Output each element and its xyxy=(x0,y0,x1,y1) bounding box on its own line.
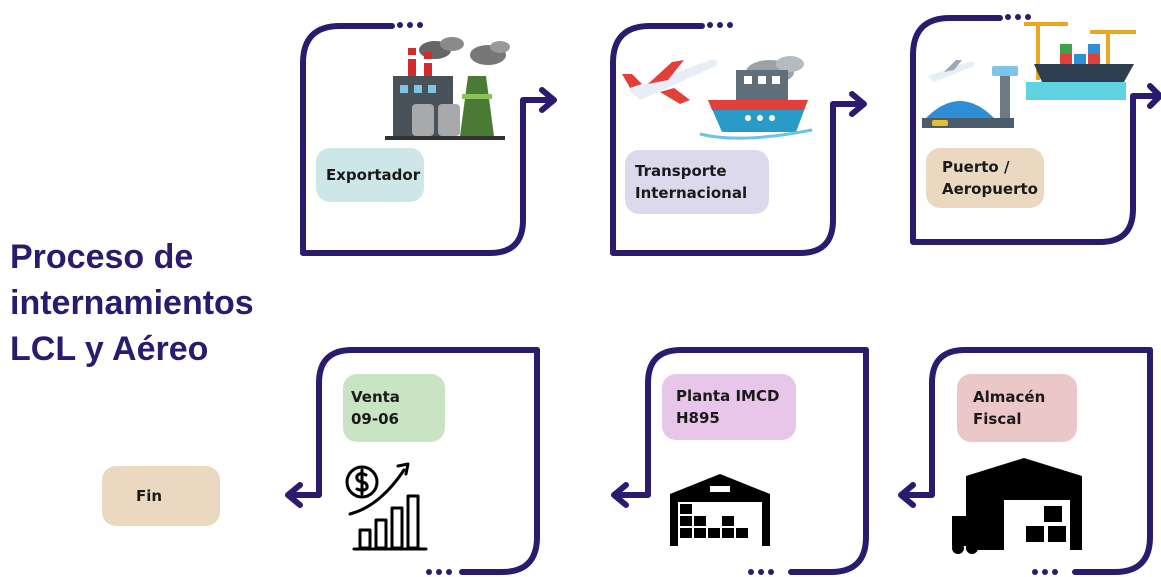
step-frame-almacen xyxy=(898,347,1153,575)
step-frame-planta xyxy=(611,347,869,575)
step-label-transporte: Transporte Internacional xyxy=(625,150,769,214)
step-label-almacen: Almacén Fiscal xyxy=(957,374,1077,442)
dots-exportador xyxy=(397,22,427,28)
end-label: Fin xyxy=(102,466,220,526)
end-label-text: Fin xyxy=(136,487,163,505)
step-frame-transporte xyxy=(610,23,867,256)
dots-venta xyxy=(426,569,456,575)
sales-growth-icon xyxy=(345,462,428,551)
step-label-exportador: Exportador xyxy=(316,148,424,202)
step-label-venta: Venta 09-06 xyxy=(343,374,445,442)
step-frame-puerto xyxy=(910,15,1161,245)
step-label-planta-line-2: H895 xyxy=(676,409,720,427)
plane-ship-icon xyxy=(622,56,813,140)
step-label-venta-line-2: 09-06 xyxy=(351,410,399,428)
dots-transporte xyxy=(707,22,737,28)
title-line-1: Proceso de xyxy=(10,238,194,276)
warehouse-forklift-icon xyxy=(952,458,1082,554)
warehouse-icon xyxy=(670,474,770,546)
factory-icon xyxy=(385,37,510,140)
step-label-venta-line-1: Venta xyxy=(351,388,400,406)
dots-planta xyxy=(748,569,778,575)
step-frame-venta xyxy=(285,347,540,575)
step-label-planta-line-1: Planta IMCD xyxy=(676,387,780,405)
step-label-exportador-line-1: Exportador xyxy=(326,166,421,184)
step-label-planta: Planta IMCD H895 xyxy=(662,374,796,440)
title-line-3: LCL y Aéreo xyxy=(10,330,209,368)
step-label-puerto-line-1: Puerto / xyxy=(942,158,1010,176)
title-line-2: internamientos xyxy=(10,284,254,322)
page-title: Proceso de internamientos LCL y Aéreo xyxy=(10,234,290,372)
step-label-puerto: Puerto / Aeropuerto xyxy=(926,148,1044,208)
dots-almacen xyxy=(1032,569,1062,575)
port-airport-icon xyxy=(922,22,1136,128)
step-label-almacen-line-1: Almacén xyxy=(973,388,1046,406)
step-label-transporte-line-2: Internacional xyxy=(635,184,748,202)
step-frame-exportador xyxy=(300,23,557,256)
step-label-transporte-line-1: Transporte xyxy=(635,162,727,180)
step-label-puerto-line-2: Aeropuerto xyxy=(942,180,1038,198)
dots-puerto xyxy=(1005,14,1035,20)
step-label-almacen-line-2: Fiscal xyxy=(973,410,1022,428)
